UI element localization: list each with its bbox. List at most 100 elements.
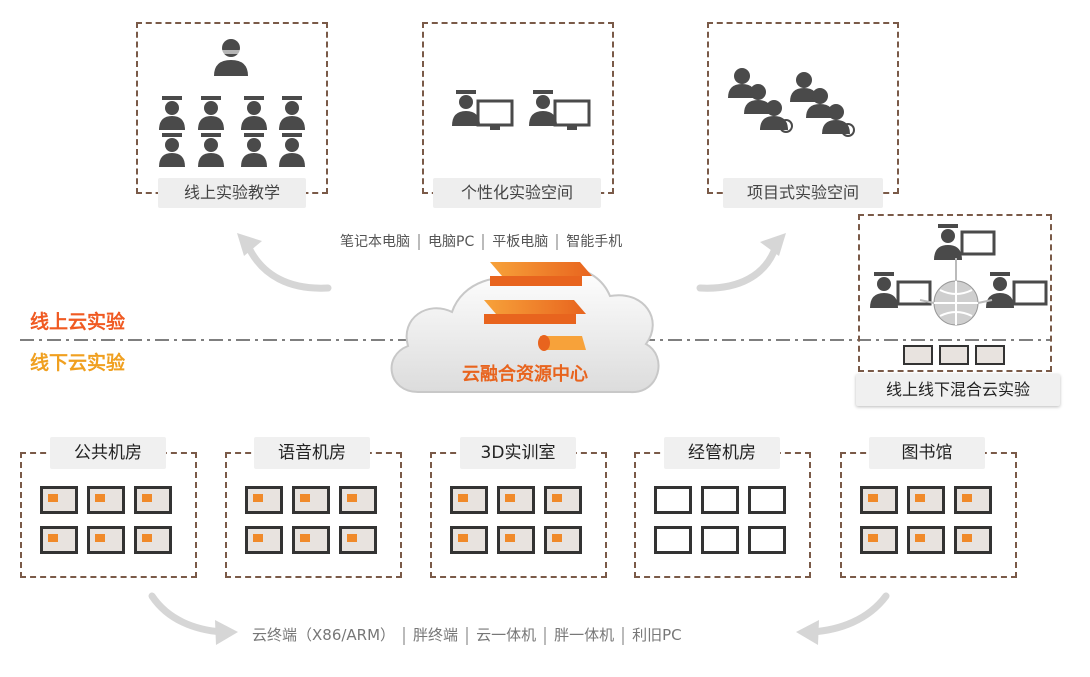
monitor-icon	[40, 486, 78, 514]
terminal-fat: 胖终端	[413, 626, 459, 644]
monitor-icon	[450, 526, 488, 554]
online-teaching-label: 线上实验教学	[158, 178, 306, 208]
terminal-fat-all-in-one: 胖一体机	[554, 626, 615, 644]
monitor-icon	[87, 486, 125, 514]
separator	[556, 234, 559, 250]
monitor-icon	[654, 526, 692, 554]
device-pc: 电脑PC	[428, 234, 475, 250]
device-phone: 智能手机	[566, 234, 623, 250]
students-icon	[159, 96, 305, 167]
monitor-icon	[544, 526, 582, 554]
monitor-icon	[134, 526, 172, 554]
device-list: 笔记本电脑 电脑PC 平板电脑 智能手机	[340, 231, 622, 251]
screen-content-icon	[962, 494, 972, 502]
resource-center-logo-icon	[484, 262, 592, 351]
monitor-icon	[860, 486, 898, 514]
monitor-icon	[748, 526, 786, 554]
monitor-icon	[701, 486, 739, 514]
terminal-list: 云终端（X86/ARM）胖终端云一体机胖一体机利旧PC	[252, 624, 682, 645]
screen-content-icon	[505, 534, 515, 542]
offline-cloud-label: 线下云实验	[30, 352, 126, 374]
monitor-icon	[40, 526, 78, 554]
screen-content-icon	[347, 534, 357, 542]
arrow-up-left	[244, 242, 332, 292]
hybrid-icon	[870, 224, 1048, 365]
screen-content-icon	[253, 534, 263, 542]
room-box-library	[840, 452, 1017, 578]
separator	[544, 626, 547, 645]
separator	[622, 626, 625, 645]
room-label-3d: 3D实训室	[460, 437, 576, 469]
screen-content-icon	[300, 494, 310, 502]
separator	[466, 626, 469, 645]
screen-content-icon	[300, 534, 310, 542]
monitor-icon	[654, 486, 692, 514]
project-space-label: 项目式实验空间	[723, 178, 883, 208]
monitor-icon	[497, 526, 535, 554]
monitor-icon	[339, 486, 377, 514]
project-group-icon	[728, 68, 855, 137]
screen-content-icon	[868, 534, 878, 542]
personalized-space-label: 个性化实验空间	[433, 178, 601, 208]
online-teaching-box	[136, 22, 328, 194]
room-box-language	[225, 452, 402, 578]
monitor-icon	[748, 486, 786, 514]
arrow-down-left	[148, 592, 226, 636]
screen-content-icon	[552, 494, 562, 502]
screen-content-icon	[915, 534, 925, 542]
screen-content-icon	[915, 494, 925, 502]
screen-content-icon	[868, 494, 878, 502]
screen-content-icon	[505, 494, 515, 502]
monitor-icon	[245, 526, 283, 554]
room-label-public: 公共机房	[50, 437, 166, 469]
screen-content-icon	[142, 534, 152, 542]
separator	[482, 234, 485, 250]
room-label-language: 语音机房	[254, 437, 370, 469]
monitor-icon	[954, 486, 992, 514]
monitor-icon	[860, 526, 898, 554]
monitor-icon	[701, 526, 739, 554]
monitor-icon	[497, 486, 535, 514]
personalized-space-box	[422, 22, 614, 194]
screen-content-icon	[48, 534, 58, 542]
monitor-icon	[339, 526, 377, 554]
monitor-icon	[292, 526, 330, 554]
monitor-icon	[907, 486, 945, 514]
terminal-cloud: 云终端（X86/ARM）	[252, 626, 396, 644]
resource-center-label: 云融合资源中心	[462, 364, 588, 385]
device-laptop: 笔记本电脑	[340, 234, 410, 250]
monitor-icon	[292, 486, 330, 514]
monitor-icon	[907, 526, 945, 554]
separator	[403, 626, 406, 645]
device-tablet: 平板电脑	[492, 234, 549, 250]
online-cloud-label: 线上云实验	[30, 311, 126, 333]
monitor-icon	[954, 526, 992, 554]
room-label-management: 经管机房	[664, 437, 780, 469]
project-space-box	[707, 22, 899, 194]
arrow-up-right	[696, 242, 780, 292]
monitor-icon	[450, 486, 488, 514]
hybrid-box	[858, 214, 1052, 372]
screen-content-icon	[95, 534, 105, 542]
monitor-icon	[245, 486, 283, 514]
screen-content-icon	[458, 534, 468, 542]
room-box-3d	[430, 452, 607, 578]
screen-content-icon	[48, 494, 58, 502]
terminal-all-in-one: 云一体机	[476, 626, 537, 644]
screen-content-icon	[962, 534, 972, 542]
room-label-library: 图书馆	[869, 437, 985, 469]
screen-content-icon	[552, 534, 562, 542]
screen-content-icon	[95, 494, 105, 502]
screen-content-icon	[458, 494, 468, 502]
screen-content-icon	[253, 494, 263, 502]
room-box-public	[20, 452, 197, 578]
screen-content-icon	[142, 494, 152, 502]
screen-content-icon	[347, 494, 357, 502]
monitor-icon	[544, 486, 582, 514]
student-computer-icon	[452, 90, 591, 130]
monitor-icon	[87, 526, 125, 554]
separator	[418, 234, 420, 250]
room-box-management	[634, 452, 811, 578]
teacher-icon	[214, 39, 248, 76]
